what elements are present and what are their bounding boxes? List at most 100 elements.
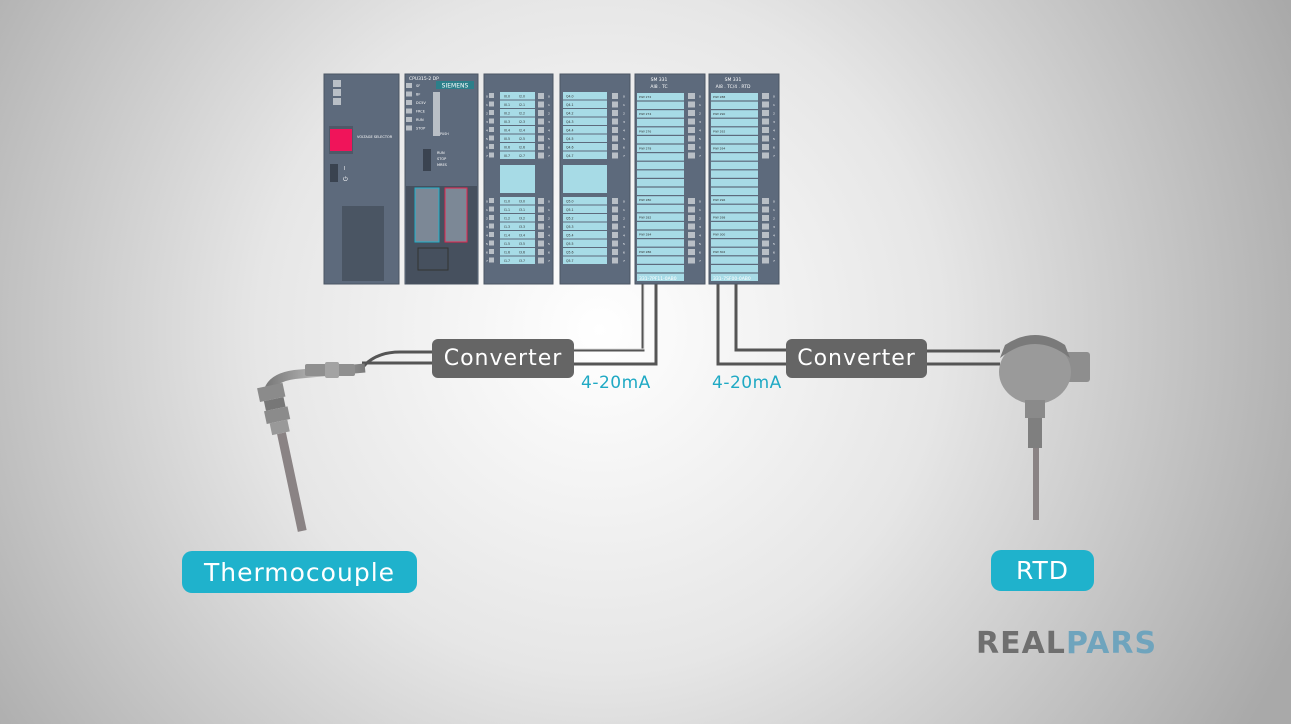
- power-switch-on-label: I: [344, 166, 345, 172]
- do-bottom-address: Q5.2: [566, 217, 574, 221]
- channel-number: 0: [623, 200, 625, 204]
- analog-input-tc-module-slot: [637, 213, 684, 221]
- brand-badge: [436, 81, 474, 89]
- analog-input-tc-module-slot: [637, 144, 684, 152]
- analog-input-rtd-module-led: [762, 127, 769, 133]
- di-top-address: I0.7: [504, 154, 510, 158]
- channel-number: 1: [623, 103, 625, 107]
- channel-number: 1: [548, 208, 550, 212]
- di-top-led: [489, 152, 494, 158]
- do-top-slot: [563, 134, 607, 142]
- thermocouple-sensor: [257, 362, 366, 532]
- analog-input-rtd-module-subtitle: AI8 . TC/4 . RTD: [716, 84, 751, 90]
- analog-input-rtd-module-led: [762, 223, 769, 230]
- di-bottom-address: I1.4: [504, 234, 510, 238]
- channel-number: 3: [699, 120, 701, 124]
- cpu-led-label: DC5V: [416, 101, 426, 105]
- analog-input-rtd-module-title: SM 331: [725, 77, 742, 83]
- analog-input-rtd-module-led: [762, 118, 769, 125]
- analog-input-tc-module-led: [688, 144, 695, 150]
- di-bottom-led: [538, 240, 544, 247]
- analog-input-tc-module-slot: [637, 127, 684, 135]
- di-top-address: I0.2: [504, 112, 510, 116]
- di-bottom-led: [489, 240, 494, 246]
- analog-input-tc-module-led: [688, 240, 695, 247]
- analog-input-rtd-module-slot: [711, 187, 758, 195]
- do-top-address: Q4.6: [566, 146, 574, 150]
- analog-input-rtd-module-slot: [711, 196, 758, 204]
- analog-input-tc-module-led: [688, 135, 695, 142]
- do-led: [612, 223, 618, 230]
- analog-input-rtd-module-led: [762, 152, 769, 159]
- channel-number: 6: [548, 251, 550, 255]
- do-led: [612, 257, 618, 264]
- analog-input-rtd-module-address: PIW 300: [713, 233, 725, 237]
- channel-number: 1: [699, 208, 701, 212]
- di-top-slot: [500, 134, 535, 142]
- channel-number: 6: [773, 251, 775, 255]
- di-bottom-led: [489, 249, 494, 254]
- do-top-address: Q4.7: [566, 154, 574, 158]
- analog-input-tc-module-slot: [637, 247, 684, 256]
- di-top-address: I0.3: [504, 120, 510, 124]
- analog-input-tc-module-address: PIW 274: [639, 112, 651, 116]
- analog-input-tc-module-slot: [637, 118, 684, 127]
- channel-number: 5: [486, 137, 488, 141]
- mode-label: MRES: [437, 163, 448, 167]
- channel-number: 3: [548, 225, 550, 229]
- di-top-led: [538, 110, 544, 116]
- analog-input-rtd-module-address: PIW 290: [713, 112, 725, 116]
- do-top-slot: [563, 151, 607, 159]
- channel-number: 4: [623, 129, 625, 133]
- di-top-address: I2.1: [519, 103, 525, 107]
- analog-input-tc-module-slot: [637, 93, 684, 101]
- analog-input-tc-module-address: PIW 278: [639, 147, 651, 151]
- channel-number: 4: [699, 129, 701, 133]
- channel-number: 7: [548, 154, 550, 158]
- di-bottom-led: [538, 215, 544, 221]
- di-bottom-led: [489, 198, 494, 203]
- channel-number: 0: [548, 95, 550, 99]
- channel-number: 3: [773, 120, 775, 124]
- di-top-led: [489, 135, 494, 141]
- analog-input-rtd-module-slot: [711, 179, 758, 187]
- do-bottom-slot: [563, 222, 607, 230]
- di-top-slot: [500, 117, 535, 125]
- di-bottom-address: I1.1: [504, 208, 510, 212]
- analog-input-rtd-module-slot: [711, 153, 758, 161]
- di-bottom-slot: [500, 205, 535, 213]
- do-bottom-address: Q5.5: [566, 242, 574, 246]
- channel-number: 5: [773, 242, 775, 246]
- di-top-address: I2.4: [519, 129, 525, 133]
- analog-input-rtd-module-led: [762, 206, 769, 213]
- analog-input-tc-module-slot: [637, 161, 684, 170]
- channel-number: 4: [773, 129, 775, 133]
- cpu-model-label: CPU315-2 DP: [409, 76, 439, 82]
- di-top-slot: [500, 143, 535, 151]
- do-led: [612, 249, 618, 255]
- analog-input-tc-module-led: [688, 93, 695, 99]
- channel-number: 2: [623, 112, 625, 116]
- di-bottom-slot: [500, 248, 535, 256]
- di-top-address: I2.3: [519, 120, 525, 124]
- channel-number: 5: [699, 137, 701, 141]
- channel-number: 2: [623, 217, 625, 221]
- realpars-logo: REALPARS: [976, 626, 1157, 661]
- di-bottom-led: [489, 257, 494, 263]
- cpu-led-bf: [406, 91, 412, 97]
- analog-input-rtd-module-slot: [711, 136, 758, 144]
- channel-number: 2: [548, 112, 550, 116]
- do-top-address: Q4.4: [566, 129, 574, 133]
- di-top-slot: [500, 126, 535, 134]
- do-top-address: Q4.1: [566, 103, 574, 107]
- di-bottom-led: [538, 206, 544, 213]
- do-bottom-address: Q5.6: [566, 251, 574, 255]
- channel-number: 5: [623, 242, 625, 246]
- di-top-slot: [500, 151, 535, 159]
- cpu-led-label: RUN: [416, 118, 424, 122]
- do-led: [612, 118, 618, 125]
- channel-number: 0: [773, 95, 775, 99]
- mode-label: RUN: [437, 151, 445, 155]
- channel-number: 5: [699, 242, 701, 246]
